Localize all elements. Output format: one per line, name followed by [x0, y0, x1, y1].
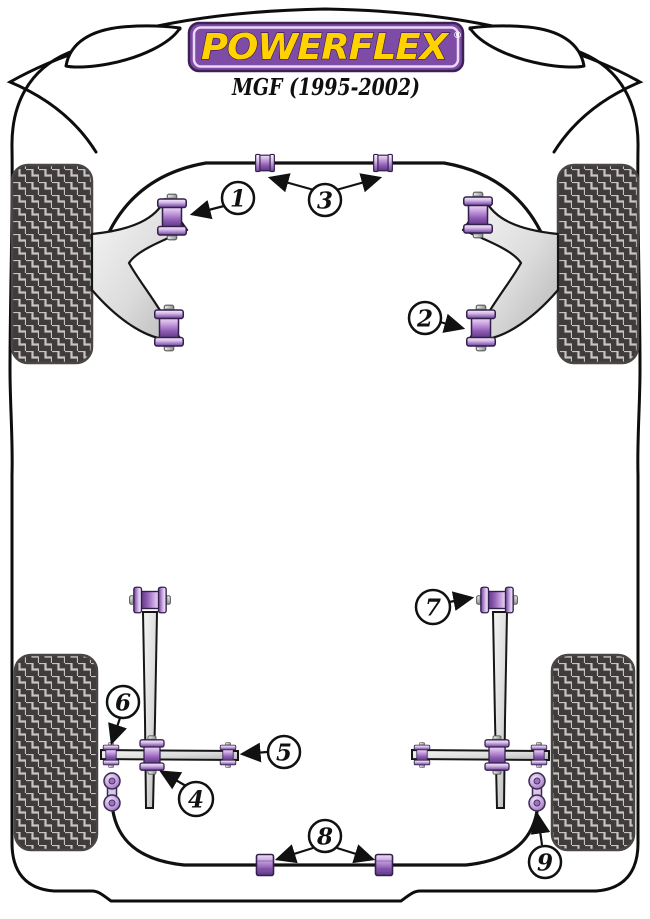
car-body-outline — [8, 7, 642, 903]
wheel-rear-right — [550, 653, 636, 852]
callout-3-number: 3 — [317, 187, 333, 214]
rear-anti-roll-bar — [110, 803, 540, 867]
rear-arm-outer-bush-right — [530, 742, 548, 768]
callout-7-number: 7 — [425, 594, 441, 621]
rear-arm-inner-bush-left — [219, 742, 237, 768]
callout-8: 8 — [307, 818, 343, 854]
callout-8-number: 8 — [316, 823, 333, 850]
callout-arrows — [108, 173, 551, 864]
body-vent-left — [64, 24, 182, 69]
front-upper-wishbone-bush-right — [462, 191, 494, 239]
callout-4: 4 — [177, 780, 215, 818]
rear-right-lateral-arm — [411, 748, 550, 762]
brand-text: POWERFLEX — [201, 27, 450, 68]
callout-6-circle — [105, 684, 141, 720]
callout-2-circle — [407, 300, 443, 336]
callout-6-number: 6 — [115, 689, 131, 716]
rear-arb-bush-left — [255, 853, 275, 877]
rear-arm-inner-bush-right — [413, 742, 431, 768]
logo-inner-keyline — [192, 26, 460, 68]
callout-9-number: 9 — [537, 849, 553, 876]
callout-4-number: 4 — [188, 786, 204, 813]
callout-7-circle — [414, 588, 452, 626]
wheel-rear-left — [13, 653, 99, 852]
arrow-7 — [448, 591, 475, 611]
arrow-8b — [336, 844, 376, 864]
callout-9: 9 — [527, 844, 563, 880]
callout-5-number: 5 — [276, 739, 292, 766]
front-upper-wishbone-bush-left — [156, 193, 188, 241]
rear-arm-centre-bush-right — [484, 735, 510, 775]
arrow-2 — [439, 313, 466, 333]
callout-8-circle — [307, 818, 343, 854]
callout-4-circle — [177, 780, 215, 818]
body-vent-right — [468, 24, 586, 69]
front-right-wishbone — [461, 197, 560, 341]
rear-left-lateral-arm — [100, 748, 239, 762]
logo-box — [187, 21, 465, 73]
arrow-3b — [335, 173, 383, 193]
callout-6: 6 — [105, 684, 141, 720]
rear-arm-outer-bush-left — [102, 742, 120, 768]
front-arb-bush-right — [373, 153, 393, 173]
arrow-3a — [267, 173, 315, 193]
callout-5-circle — [266, 734, 302, 770]
arrow-6 — [108, 717, 127, 746]
rear-trailing-arm-front-bush-left — [128, 586, 172, 614]
callout-1-circle — [220, 180, 256, 216]
registered-mark: ® — [453, 31, 462, 41]
wheel-front-left — [10, 163, 94, 365]
wheel-front-right — [556, 163, 640, 365]
callout-1: 1 — [220, 180, 256, 216]
front-arb-bush-left — [255, 153, 275, 173]
callout-3: 3 — [307, 182, 343, 218]
callout-7: 7 — [414, 588, 452, 626]
front-lower-wishbone-bush-right — [465, 304, 497, 352]
arrow-8a — [274, 844, 314, 864]
rear-trailing-arm-front-bush-right — [475, 586, 519, 614]
arrow-9 — [530, 812, 551, 846]
arrow-1 — [189, 200, 225, 220]
model-title: MGF (1995-2002) — [231, 74, 420, 101]
rear-arb-bush-right — [374, 853, 394, 877]
callout-1-number: 1 — [230, 185, 246, 212]
callout-2-number: 2 — [416, 305, 433, 332]
arrow-4 — [159, 770, 187, 790]
arrow-5 — [239, 742, 268, 763]
callout-5: 5 — [266, 734, 302, 770]
callout-3-circle — [307, 182, 343, 218]
powerflex-logo: POWERFLEX ® — [187, 21, 465, 73]
callout-2: 2 — [407, 300, 443, 336]
rear-arm-centre-bush-left — [139, 735, 165, 775]
callout-9-circle — [527, 844, 563, 880]
front-lower-wishbone-bush-left — [153, 304, 185, 352]
